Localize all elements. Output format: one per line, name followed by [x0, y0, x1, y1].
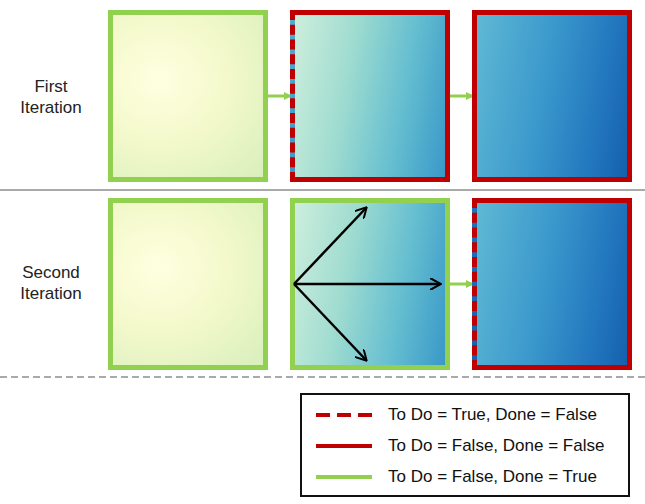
state-box [472, 10, 632, 182]
state-box [290, 10, 450, 182]
separator-dashed [0, 377, 645, 378]
row-label: First Iteration [6, 76, 96, 118]
flow-arrow [450, 283, 472, 286]
state-box [472, 198, 632, 370]
legend-box: To Do = True, Done = False To Do = False,… [300, 393, 630, 497]
flow-arrow [450, 95, 472, 98]
legend-row: To Do = False, Done = True [302, 465, 628, 489]
legend-row: To Do = False, Done = False [302, 434, 628, 458]
legend-text: To Do = False, Done = False [388, 436, 604, 456]
separator-line [0, 190, 645, 191]
legend-text: To Do = True, Done = False [388, 405, 597, 425]
legend-text: To Do = False, Done = True [388, 467, 597, 487]
state-box [108, 198, 268, 370]
legend-row: To Do = True, Done = False [302, 403, 628, 427]
state-box [108, 10, 268, 182]
legend-sample [316, 403, 374, 427]
legend-sample [316, 465, 374, 489]
state-box [290, 198, 450, 370]
legend-sample [316, 434, 374, 458]
flow-arrow [268, 95, 290, 98]
row-label: Second Iteration [6, 262, 96, 304]
